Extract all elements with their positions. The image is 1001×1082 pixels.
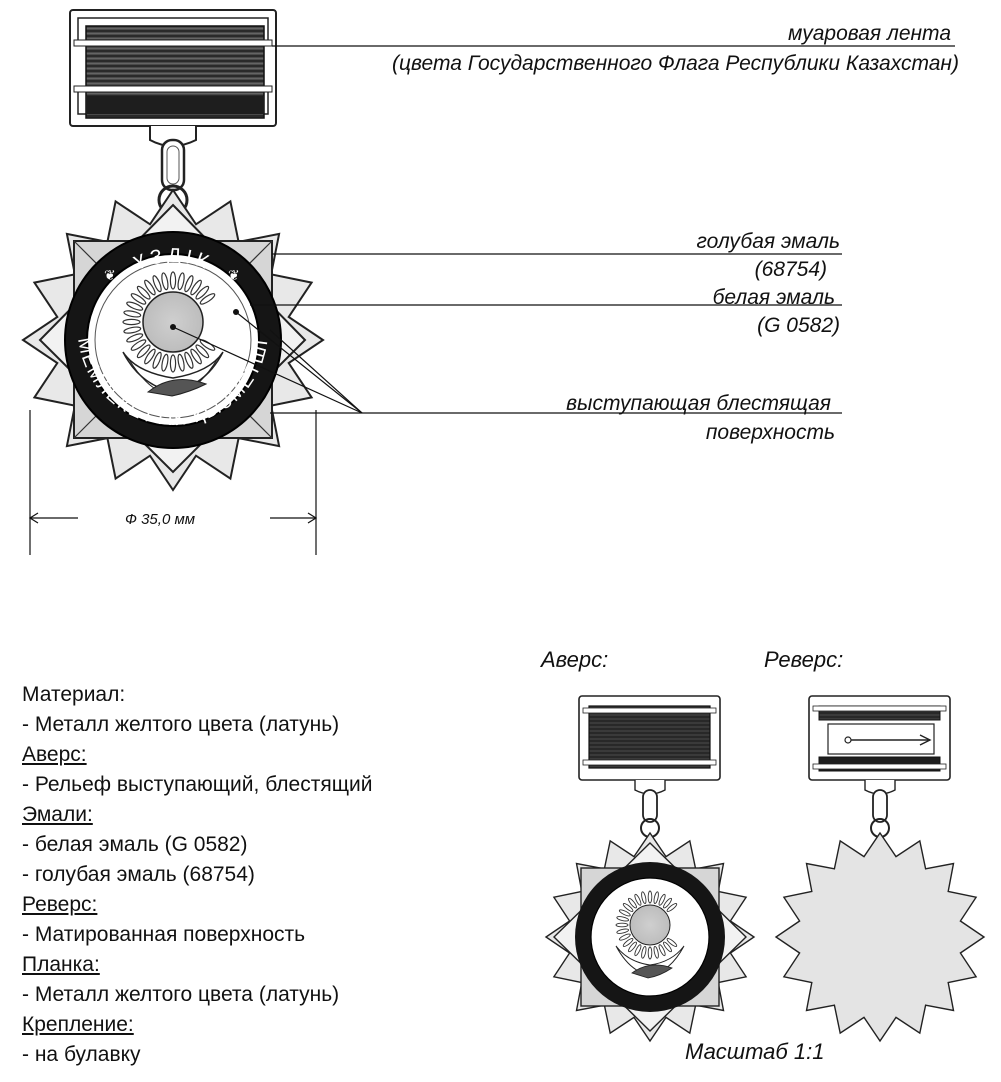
spec-heading: Эмали: [22,803,93,826]
spec-heading: Планка: [22,953,100,976]
ornament-icon-left: ❦ [104,267,116,283]
medal-large: ҮЗДІК МЕМЛЕКЕТТІК ҚЫЗМЕТШІ ❦ ❦ [21,188,325,492]
obverse-label: Аверс: [541,647,609,672]
suspension-loop [157,138,189,216]
spec-heading: Аверс: [22,743,87,766]
blue-enamel-caption: голубая эмаль [696,230,840,253]
ribbon-caption: муаровая лента [788,22,951,45]
reverse-label: Реверс: [764,647,844,672]
relief-caption-2: поверхность [705,421,835,444]
blue-enamel-code: (68754) [754,258,827,281]
reverse-medal-small [774,695,986,1043]
scale-label: Масштаб 1:1 [685,1039,825,1064]
obverse-medal-small [544,695,756,1043]
spec-line: - Матированная поверхность [22,923,306,946]
diameter-caption: Ф 35,0 мм [125,511,196,528]
ribbon-bar [69,9,277,147]
spec-heading: Реверс: [22,893,98,916]
white-enamel-caption: белая эмаль [712,286,835,309]
ornament-icon-right: ❦ [228,267,240,283]
spec-line: Материал: [22,683,126,706]
spec-line: - белая эмаль (G 0582) [22,833,248,856]
spec-line: - на булавку [22,1043,141,1066]
relief-caption: выступающая блестящая [566,392,831,415]
spec-line: - Металл желтого цвета (латунь) [22,713,340,736]
spec-line: - голубая эмаль (68754) [22,863,255,886]
leader-lines [28,45,955,555]
specification-list: Материал: - Металл желтого цвета (латунь… [22,680,482,1070]
spec-line: - Металл желтого цвета (латунь) [22,983,340,1006]
ribbon-note-caption: (цвета Государственного Флага Республики… [392,52,959,75]
spec-heading: Крепление: [22,1013,134,1036]
white-enamel-code: (G 0582) [757,314,840,337]
spec-line: - Рельеф выступающий, блестящий [22,773,373,796]
